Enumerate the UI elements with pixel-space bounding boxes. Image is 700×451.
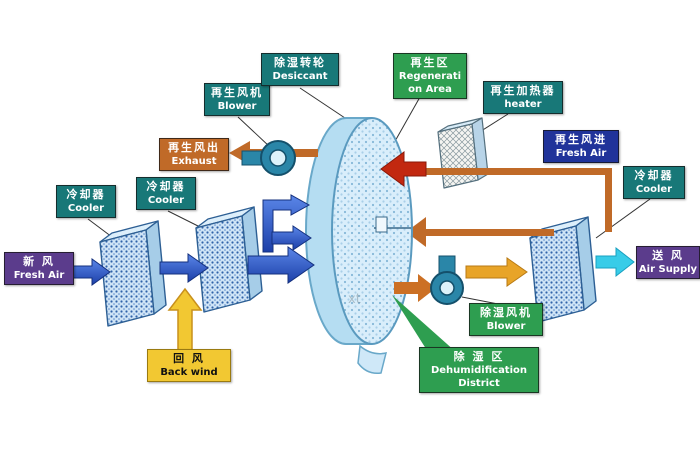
label-regen-area: 再生区 Regenerati on Area — [393, 53, 467, 99]
label-cooler-3: 冷却器 Cooler — [623, 166, 685, 199]
arrow-cooler2-wheel — [247, 246, 315, 284]
label-cooler-1: 冷却器 Cooler — [56, 185, 116, 218]
cooler-1-box — [99, 220, 167, 327]
label-regen-fresh-air-zh: 再生风进 — [555, 133, 607, 146]
label-dehumid-blower: 除湿风机 Blower — [469, 303, 543, 336]
label-heater: 再生加热器 heater — [483, 81, 563, 114]
label-air-supply: 送 风 Air Supply — [636, 246, 700, 279]
label-regen-fresh-air: 再生风进 Fresh Air — [543, 130, 619, 163]
label-cooler-2-en: Cooler — [147, 195, 185, 206]
arrow-air-supply — [595, 246, 635, 278]
label-exhaust: 再生风出 Exhaust — [159, 138, 229, 171]
label-desiccant-wheel: 除湿转轮 Desiccant — [261, 53, 339, 86]
label-air-supply-zh: 送 风 — [652, 249, 684, 262]
dehumid-blower-fan — [430, 255, 464, 305]
label-regen-blower: 再生风机 Blower — [204, 83, 270, 116]
arrow-regen-hot — [380, 151, 427, 187]
label-back-wind-en: Back wind — [160, 367, 218, 378]
arrow-back-wind-up — [167, 287, 203, 353]
label-cooler-1-zh: 冷却器 — [66, 188, 106, 201]
label-regen-area-en1: Regenerati — [398, 71, 462, 82]
connector-lines — [87, 87, 651, 305]
label-fresh-air-in-zh: 新 风 — [23, 255, 55, 268]
label-cooler-1-en: Cooler — [67, 203, 105, 214]
desiccant-wheel-shape — [305, 117, 413, 375]
dehumid-district-pointer — [392, 295, 456, 352]
wheel-seal-ribbon — [357, 344, 388, 375]
arrow-blower-to-cooler — [465, 257, 528, 287]
arrow-cooler1-cooler2 — [159, 253, 209, 283]
label-dehumid-blower-en: Blower — [486, 321, 526, 332]
label-regen-blower-en: Blower — [217, 101, 257, 112]
arrow-wheel-to-blower — [394, 274, 436, 302]
label-cooler-3-en: Cooler — [635, 184, 673, 195]
label-fresh-air-in: 新 风 Fresh Air — [4, 252, 74, 285]
label-air-supply-en: Air Supply — [638, 264, 698, 275]
label-exhaust-en: Exhaust — [171, 156, 217, 167]
process-air-arrows — [69, 194, 315, 286]
label-fresh-air-in-en: Fresh Air — [13, 270, 65, 281]
label-back-wind: 回 风 Back wind — [147, 349, 231, 382]
label-desiccant-wheel-en: Desiccant — [272, 71, 328, 82]
regen-duct-lines — [406, 168, 612, 247]
arrow-bypass-mid — [271, 225, 312, 251]
label-regen-blower-zh: 再生风机 — [211, 86, 263, 99]
heater-box — [437, 117, 489, 189]
label-cooler-3-zh: 冷却器 — [634, 169, 674, 182]
label-cooler-2-zh: 冷却器 — [146, 180, 186, 193]
label-regen-fresh-air-en: Fresh Air — [555, 148, 607, 159]
label-dehumid-district-zh: 除 湿 区 — [453, 350, 505, 363]
label-desiccant-wheel-zh: 除湿转轮 — [274, 56, 326, 69]
watermark-text: xt — [348, 292, 361, 307]
label-dehumid-district-en1: Dehumidification — [430, 365, 528, 376]
label-exhaust-zh: 再生风出 — [168, 141, 220, 154]
label-back-wind-zh: 回 风 — [173, 352, 205, 365]
label-dehumid-district-en2: District — [458, 378, 500, 389]
label-dehumid-district: 除 湿 区 Dehumidification District — [419, 347, 539, 393]
regen-blower-fan — [241, 140, 296, 176]
label-cooler-2: 冷却器 Cooler — [136, 177, 196, 210]
label-regen-area-zh: 再生区 — [410, 56, 450, 69]
arrow-bypass-elbow — [262, 194, 311, 253]
label-heater-zh: 再生加热器 — [490, 84, 556, 97]
label-regen-area-en2: on Area — [408, 84, 452, 95]
label-dehumid-blower-zh: 除湿风机 — [480, 306, 532, 319]
label-heater-en: heater — [504, 99, 542, 110]
